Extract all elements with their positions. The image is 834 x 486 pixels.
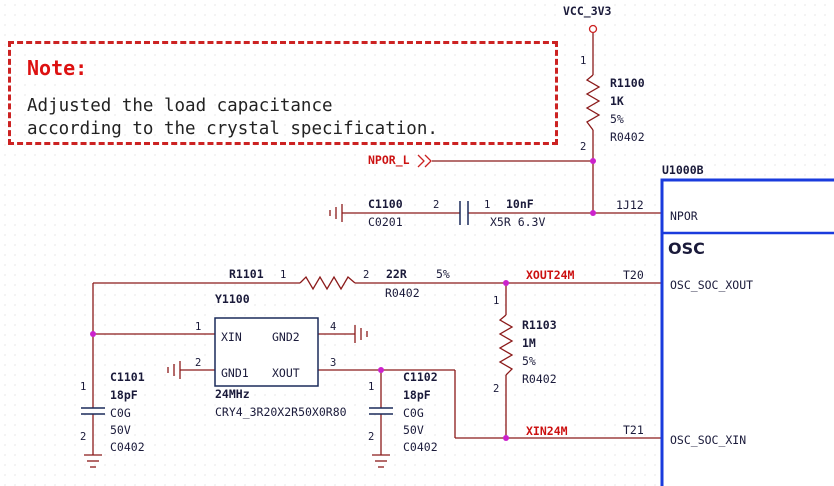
r1100-value: 1K bbox=[610, 94, 624, 108]
c1100-pin-left: 2 bbox=[433, 199, 439, 211]
r1101-resistor-icon bbox=[299, 275, 356, 291]
r1101-pin2: 2 bbox=[363, 269, 369, 281]
u1000b-body bbox=[660, 178, 834, 486]
c1101-capacitor-icon bbox=[81, 407, 105, 415]
r1101-tol: 5% bbox=[436, 267, 450, 281]
c1101-pin2: 2 bbox=[80, 431, 86, 443]
u1000b-section: OSC bbox=[668, 239, 705, 258]
gnd2-ground-icon bbox=[354, 325, 368, 343]
xout-net-label: XOUT24M bbox=[526, 268, 575, 282]
r1103-pin2: 2 bbox=[493, 383, 499, 395]
y1100-pin-num-gnd2: 4 bbox=[330, 321, 336, 333]
c1101-value: 18pF bbox=[110, 388, 138, 402]
y1100-pin-num-xout: 3 bbox=[330, 357, 336, 369]
r1103-ref: R1103 bbox=[522, 318, 557, 332]
npor-port-arrow-icon bbox=[417, 154, 425, 168]
note-title: Note: bbox=[27, 56, 88, 80]
c1102-ref: C1102 bbox=[403, 370, 438, 384]
y1100-pin-num-xin: 1 bbox=[195, 321, 201, 333]
r1100-pin1: 1 bbox=[580, 55, 586, 67]
c1102-ground-icon bbox=[372, 454, 390, 468]
r1100-resistor-icon bbox=[585, 74, 601, 131]
r1100-pkg: R0402 bbox=[610, 130, 645, 144]
u1000b-pin-num-xout: T20 bbox=[623, 268, 644, 282]
c1101-pin1: 1 bbox=[80, 381, 86, 393]
r1101-pin1: 1 bbox=[280, 269, 286, 281]
u1000b-pin-name-xin: OSC_SOC_XIN bbox=[670, 433, 746, 447]
vcc-port-icon bbox=[588, 24, 598, 34]
c1100-ground-icon bbox=[329, 204, 343, 222]
vcc-net-label: VCC_3V3 bbox=[563, 4, 612, 19]
c1102-capacitor-icon bbox=[369, 407, 393, 415]
r1103-pin1: 1 bbox=[493, 295, 499, 307]
junction-dots bbox=[90, 158, 596, 441]
c1102-pin1: 1 bbox=[368, 381, 374, 393]
note-box: Note: Adjusted the load capacitance acco… bbox=[8, 41, 558, 145]
r1100-pin2: 2 bbox=[580, 141, 586, 153]
y1100-freq: 24MHz bbox=[215, 387, 250, 401]
npor-net-label: NPOR_L bbox=[368, 153, 410, 168]
c1102-voltage: 50V bbox=[403, 423, 424, 437]
c1101-ground-icon bbox=[84, 454, 102, 468]
y1100-pin-name-xin: XIN bbox=[221, 330, 242, 344]
y1100-pin-name-xout: XOUT bbox=[272, 366, 300, 380]
r1103-value: 1M bbox=[522, 336, 536, 350]
c1100-pkg: C0201 bbox=[368, 215, 403, 229]
r1101-pkg: R0402 bbox=[385, 286, 420, 300]
c1102-value: 18pF bbox=[403, 388, 431, 402]
y1100-ref: Y1100 bbox=[215, 292, 250, 306]
u1000b-pin-num-npor: 1J12 bbox=[616, 198, 644, 212]
c1101-voltage: 50V bbox=[110, 423, 131, 437]
r1103-pkg: R0402 bbox=[522, 372, 557, 386]
y1100-body bbox=[214, 317, 319, 387]
c1102-dielectric: C0G bbox=[403, 406, 424, 420]
r1101-value: 22R bbox=[386, 267, 407, 281]
c1101-pkg: C0402 bbox=[110, 440, 145, 454]
c1102-pkg: C0402 bbox=[403, 440, 438, 454]
r1100-ref: R1100 bbox=[610, 76, 645, 90]
y1100-pin-name-gnd1: GND1 bbox=[221, 366, 249, 380]
u1000b-pin-name-npor: NPOR bbox=[670, 209, 698, 223]
r1103-tol: 5% bbox=[522, 354, 536, 368]
note-line-1: Adjusted the load capacitance bbox=[27, 96, 333, 116]
u1000b-pin-num-xin: T21 bbox=[623, 423, 644, 437]
r1103-resistor-icon bbox=[498, 314, 514, 376]
note-line-2: according to the crystal specification. bbox=[27, 119, 438, 139]
npor-port-arrow2-icon bbox=[424, 154, 432, 168]
c1102-pin2: 2 bbox=[368, 431, 374, 443]
r1100-tol: 5% bbox=[610, 112, 624, 126]
c1101-ref: C1101 bbox=[110, 370, 145, 384]
r1101-ref: R1101 bbox=[229, 267, 264, 281]
c1100-spec: X5R 6.3V bbox=[490, 215, 545, 229]
y1100-pin-name-gnd2: GND2 bbox=[272, 330, 300, 344]
gnd1-ground-icon bbox=[167, 361, 181, 379]
y1100-part: CRY4_3R20X2R50X0R80 bbox=[215, 405, 347, 419]
y1100-pin-num-gnd1: 2 bbox=[195, 357, 201, 369]
xin-net-label: XIN24M bbox=[526, 424, 568, 438]
u1000b-pin-name-xout: OSC_SOC_XOUT bbox=[670, 278, 753, 292]
u1000b-ref: U1000B bbox=[662, 163, 704, 177]
c1101-dielectric: C0G bbox=[110, 406, 131, 420]
c1100-ref: C1100 bbox=[368, 197, 403, 211]
wires bbox=[92, 33, 662, 455]
c1100-value: 10nF bbox=[506, 197, 534, 211]
c1100-pin-right: 1 bbox=[484, 199, 490, 211]
